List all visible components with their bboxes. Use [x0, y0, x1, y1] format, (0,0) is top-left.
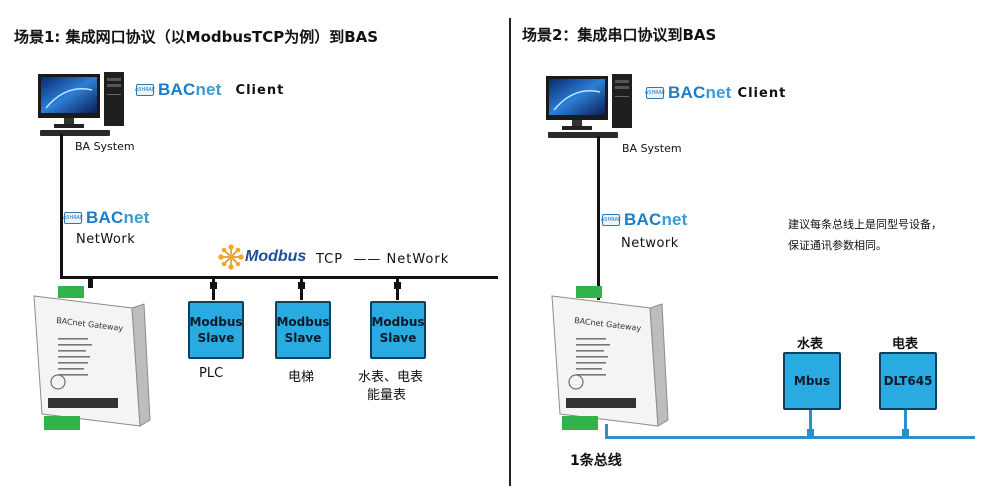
bacnet-logo-text: BACnet	[624, 210, 688, 229]
meter-title: 电表	[892, 337, 919, 352]
meter-label: DLT645	[883, 374, 933, 388]
bus-tap	[88, 278, 93, 288]
bacnet-client-logo: ASHRAE BACnet Client	[135, 80, 285, 100]
slave-label-line1: Modbus	[189, 315, 243, 329]
bacnet-logo-text: BACnet	[668, 83, 732, 102]
pc-icon	[544, 72, 640, 142]
network-label: NetWork	[76, 232, 136, 247]
bacnet-client-logo: ASHRAE BACnet Client	[645, 83, 787, 103]
ashrae-badge-icon: ASHRAE	[601, 214, 621, 226]
slave-label-line2: Slave	[197, 331, 235, 345]
client-label: Client	[235, 82, 285, 98]
serial-bus-tap	[809, 406, 812, 436]
modbus-network-icon	[218, 244, 244, 270]
pc-network-line	[60, 134, 63, 279]
slave-label-line1: Modbus	[276, 315, 330, 329]
ba-system-label: BA System	[75, 140, 135, 153]
client-label: Client	[737, 85, 787, 101]
modbus-logo: Modbus	[218, 244, 306, 270]
ba-system-label: BA System	[622, 142, 682, 155]
bus-tap	[212, 278, 215, 300]
tcp-network-label: TCP —— NetWork	[316, 252, 450, 267]
slave-label-line1: Modbus	[371, 315, 425, 329]
bus-tap	[300, 278, 303, 300]
slave-label-line2: Slave	[284, 331, 322, 345]
bacnet-gateway-device: BACnet Gateway	[540, 286, 670, 438]
modbus-slave-meters: Modbus Slave	[370, 301, 426, 359]
dlt645-electric-meter: DLT645	[879, 352, 937, 410]
bacnet-logo-text: BACnet	[86, 208, 150, 227]
bus-tap-node	[394, 282, 401, 289]
bacnet-gateway-device: BACnet Gateway	[22, 286, 152, 438]
pc-gateway-line	[597, 136, 600, 300]
note-line1: 建议每条总线上是同型号设备，	[788, 218, 942, 231]
bus-tap-node	[298, 282, 305, 289]
slave-caption: 水表、电表	[358, 370, 424, 385]
bacnet-logo-text: BACnet	[158, 80, 222, 99]
serial-bus-tap-node	[807, 429, 814, 436]
network-label: Network	[621, 236, 679, 251]
serial-bus-drop	[605, 424, 608, 438]
serial-bus-tap	[904, 406, 907, 436]
bus-tap	[396, 278, 399, 300]
bus-label: 1条总线	[570, 453, 622, 469]
note-line2: 保证通讯参数相同。	[788, 239, 887, 252]
ashrae-badge-icon: ASHRAE	[135, 84, 155, 96]
meter-title: 水表	[797, 337, 824, 352]
bus-tap-node	[210, 282, 217, 289]
ethernet-bus-line	[60, 276, 498, 279]
ashrae-badge-icon: ASHRAE	[645, 87, 665, 99]
bacnet-network-logo: ASHRAE BACnet	[601, 210, 688, 230]
serial-bus-line	[605, 436, 975, 439]
slave-label-line2: Slave	[379, 331, 417, 345]
mbus-water-meter: Mbus	[783, 352, 841, 410]
meter-label: Mbus	[793, 374, 831, 388]
scenario-divider	[509, 18, 511, 486]
serial-bus-tap-node	[902, 429, 909, 436]
slave-caption-line2: 能量表	[367, 388, 407, 403]
bacnet-network-logo: ASHRAE BACnet	[63, 208, 150, 228]
modbus-slave-plc: Modbus Slave	[188, 301, 244, 359]
modbus-slave-elevator: Modbus Slave	[275, 301, 331, 359]
slave-caption: 电梯	[288, 370, 315, 385]
slave-caption: PLC	[199, 366, 224, 381]
pc-icon	[36, 70, 132, 140]
scenario1-title: 场景1: 集成网口协议（以ModbusTCP为例）到BAS	[14, 28, 379, 46]
modbus-logo-text: Modbus	[245, 248, 307, 265]
recommendation-note: 建议每条总线上是同型号设备， 保证通讯参数相同。	[788, 214, 942, 256]
ashrae-badge-icon: ASHRAE	[63, 212, 83, 224]
scenario2-title: 场景2：集成串口协议到BAS	[522, 26, 717, 44]
